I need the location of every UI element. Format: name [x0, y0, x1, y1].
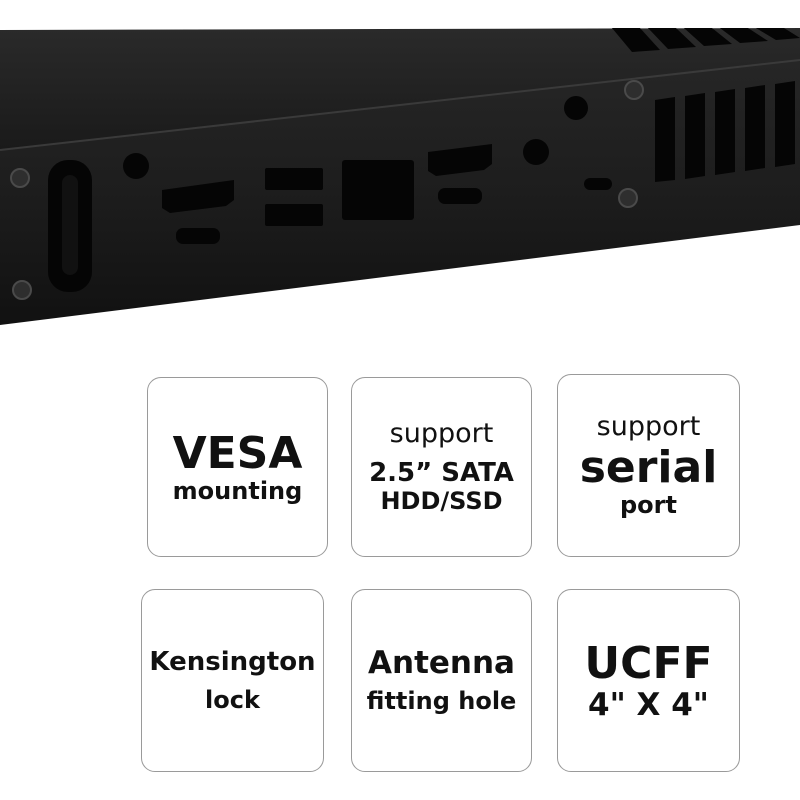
feature-tile-ucff: UCFF 4" X 4" [557, 589, 740, 772]
kensington-title: Kensington [149, 646, 316, 677]
antenna-title: Antenna [368, 644, 515, 681]
feature-tile-kensington: Kensington lock [141, 589, 324, 772]
device-rear-photo [0, 0, 800, 340]
antenna-holes [123, 96, 588, 179]
vesa-title: VESA [172, 427, 303, 479]
antenna-subtitle: fitting hole [366, 687, 517, 716]
vesa-subtitle: mounting [172, 477, 303, 506]
feature-tile-vesa: VESA mounting [147, 377, 328, 557]
power-jack [584, 178, 612, 190]
case-top-surface [0, 28, 800, 150]
serial-support-label: support [596, 411, 701, 443]
sata-subtitle: HDD/SSD [380, 487, 503, 516]
feature-tile-antenna: Antenna fitting hole [351, 589, 532, 772]
display-ports-right [428, 144, 492, 204]
ethernet-port [342, 160, 414, 220]
kensington-subtitle: lock [205, 685, 260, 714]
serial-subtitle: port [620, 490, 677, 519]
serial-title: serial [579, 441, 718, 493]
device-illustration [0, 28, 800, 325]
top-vent-fins [612, 28, 800, 52]
rear-vent-grille [655, 81, 795, 182]
sata-title: 2.5” SATA [369, 458, 514, 489]
ucff-size: 4" X 4" [588, 686, 709, 723]
feature-tile-sata: support 2.5” SATA HDD/SSD [351, 377, 532, 557]
screws [10, 80, 644, 300]
feature-tile-serial: support serial port [557, 374, 740, 557]
ucff-title: UCFF [584, 637, 713, 689]
kensington-slot [48, 160, 92, 292]
display-ports-left [162, 180, 234, 244]
usb-ports [265, 168, 323, 226]
sata-support-label: support [389, 417, 494, 449]
